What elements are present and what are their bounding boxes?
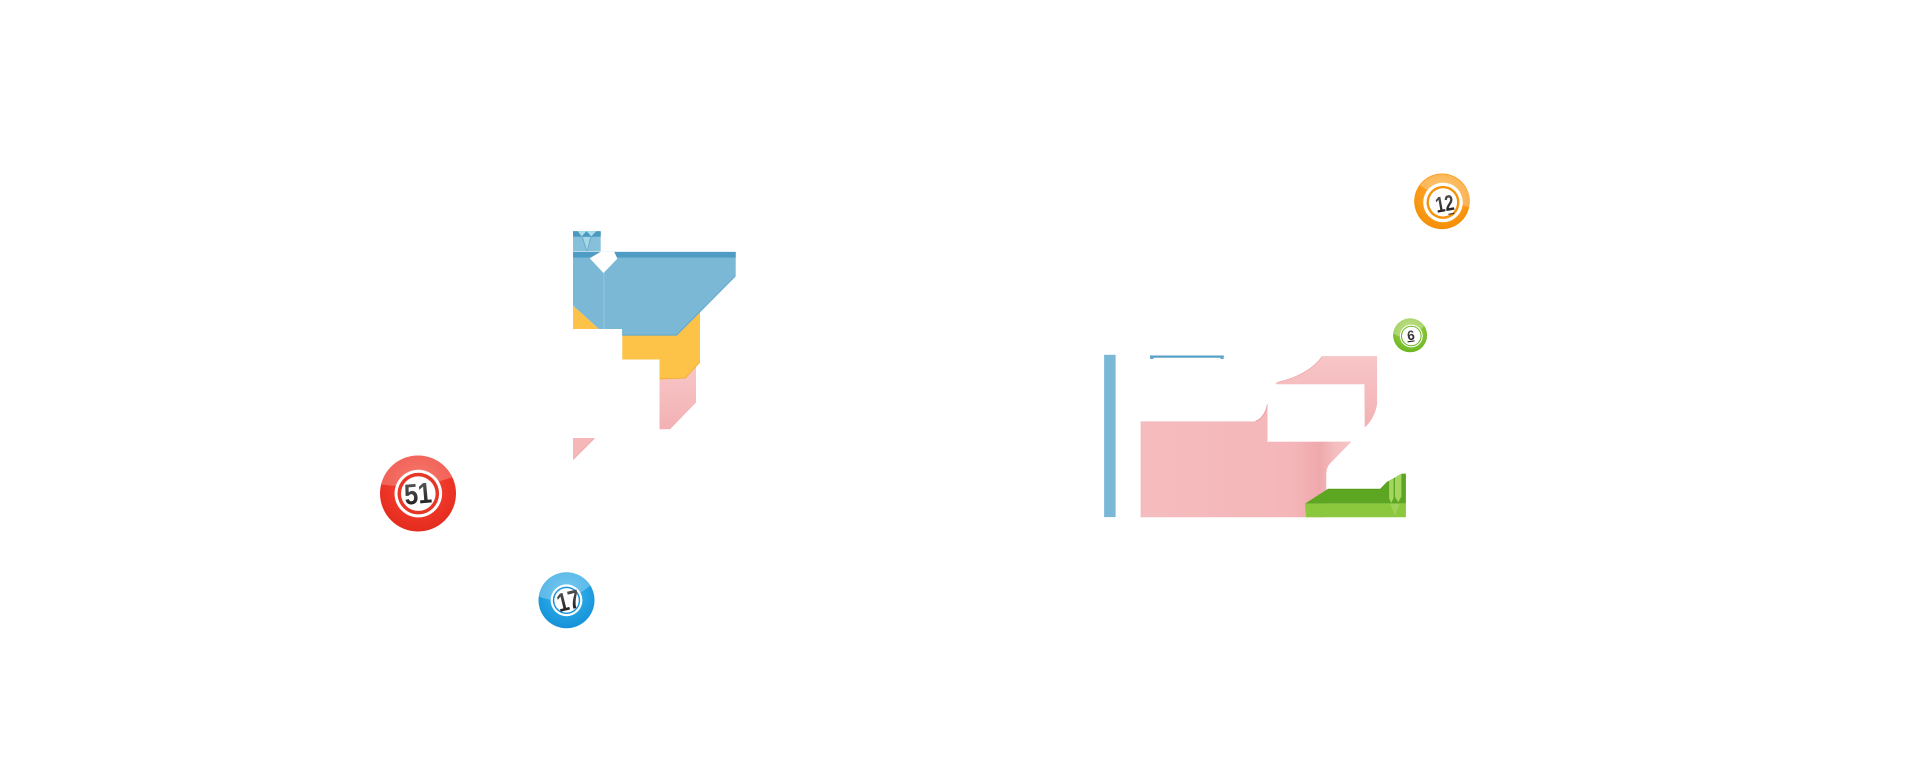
svg-text:12: 12: [1433, 190, 1456, 218]
svg-text:6: 6: [1406, 328, 1416, 344]
svg-text:51: 51: [403, 477, 433, 511]
